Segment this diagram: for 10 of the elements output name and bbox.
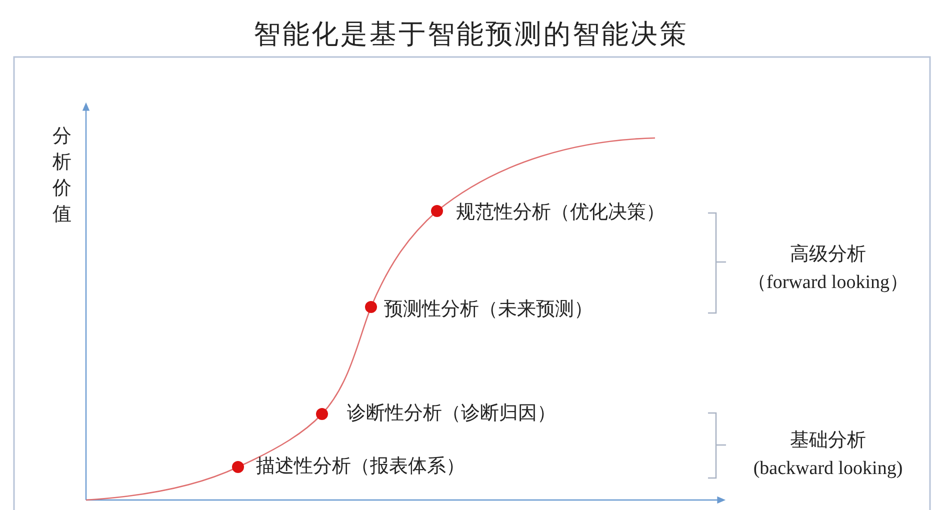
axis-label: 分析价值 — [52, 125, 72, 227]
stage-label: 规范性分析（优化决策） — [456, 202, 665, 224]
stage-label: 诊断性分析（诊断归因） — [347, 403, 556, 425]
group-label: （forward looking） — [748, 272, 908, 294]
stage-label: 预测性分析（未来预测） — [384, 299, 593, 321]
stage-label: 描述性分析（报表体系） — [256, 456, 465, 478]
group-label: 高级分析 — [790, 244, 866, 266]
group-label: 基础分析 — [790, 430, 866, 452]
group-label: (backward looking) — [753, 458, 903, 480]
diagram-title: 智能化是基于智能预测的智能决策 — [252, 18, 690, 51]
